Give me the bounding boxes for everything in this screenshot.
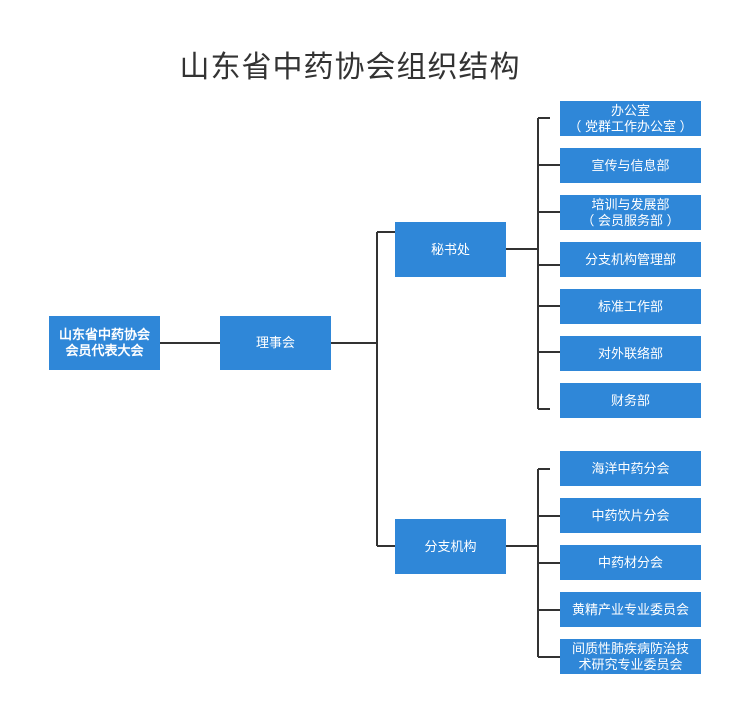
- node-branch-label: 中药材分会: [597, 554, 663, 570]
- node-dept-label: 分支机构管理部: [584, 251, 676, 267]
- node-dept-label: 办公室 （ 党群工作办公室 ）: [568, 102, 693, 134]
- node-branch-label: 黄精产业专业委员会: [571, 601, 689, 617]
- node-branch-interstitial-lung: 间质性肺疾病防治技 术研究专业委员会: [560, 639, 701, 674]
- node-branches-label: 分支机构: [424, 538, 477, 554]
- node-branch-label: 间质性肺疾病防治技 术研究专业委员会: [571, 640, 689, 672]
- node-dept-external-liaison: 对外联络部: [560, 336, 701, 371]
- chart-title: 山东省中药协会组织结构: [179, 51, 521, 84]
- node-branch-herbs: 中药材分会: [560, 545, 701, 580]
- node-branches: 分支机构: [395, 519, 506, 574]
- node-dept-label: 对外联络部: [597, 345, 663, 361]
- node-dept-label: 宣传与信息部: [591, 157, 670, 173]
- node-congress: 山东省中药协会 会员代表大会: [49, 316, 160, 370]
- node-dept-publicity: 宣传与信息部: [560, 148, 701, 183]
- node-congress-label: 山东省中药协会 会员代表大会: [58, 327, 150, 358]
- node-branch-huangjing: 黄精产业专业委员会: [560, 592, 701, 627]
- node-dept-finance: 财务部: [560, 383, 701, 418]
- node-dept-label: 财务部: [610, 392, 650, 408]
- node-dept-branch-management: 分支机构管理部: [560, 242, 701, 277]
- node-dept-standards: 标准工作部: [560, 289, 701, 324]
- node-branch-decoction: 中药饮片分会: [560, 498, 701, 533]
- node-branch-marine: 海洋中药分会: [560, 451, 701, 486]
- node-council-label: 理事会: [255, 335, 295, 350]
- node-secretariat-label: 秘书处: [430, 241, 470, 257]
- node-branch-label: 海洋中药分会: [591, 460, 670, 476]
- node-dept-office: 办公室 （ 党群工作办公室 ）: [560, 101, 701, 136]
- node-branch-label: 中药饮片分会: [591, 507, 670, 523]
- node-dept-label: 培训与发展部 （ 会员服务部 ）: [581, 196, 680, 228]
- node-dept-training: 培训与发展部 （ 会员服务部 ）: [560, 195, 701, 230]
- node-dept-label: 标准工作部: [597, 298, 663, 314]
- node-council: 理事会: [220, 316, 331, 370]
- node-secretariat: 秘书处: [395, 222, 506, 277]
